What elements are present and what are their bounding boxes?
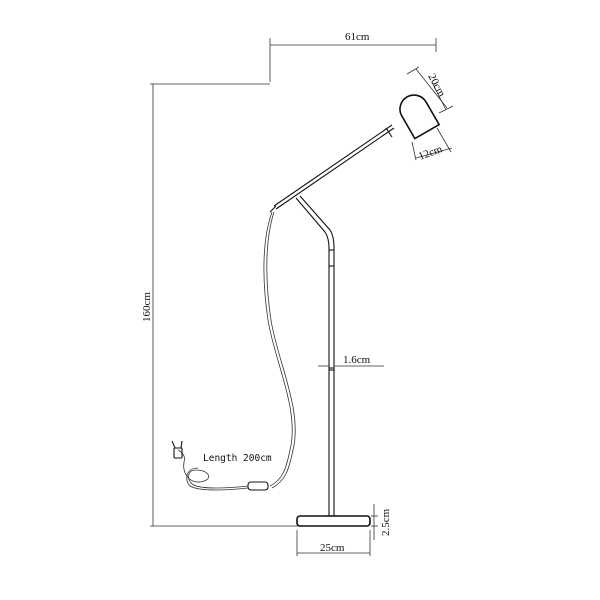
base-height-dimension: 2.5cm [371,504,392,540]
base-width-dimension: 25cm [296,530,371,556]
total-height-dimension: 160cm [141,83,300,527]
arm-width-dimension: 61cm [269,31,437,82]
total-height-label: 160cm [141,292,153,322]
pole-diameter-label: 1.6cm [343,354,371,366]
pole-diameter-dimension: 1.6cm [318,354,384,367]
shade-height-dimension: 20cm [406,66,454,114]
plug-icon [171,440,183,459]
lamp-shade [399,94,441,140]
lamp-arm [269,124,395,213]
base-width-label: 25cm [320,542,345,554]
shade-diameter-label: 12cm [417,143,444,163]
lamp-base [296,515,371,527]
arm-width-label: 61cm [345,31,370,43]
foot-switch [247,481,269,491]
lamp-pole [295,195,335,516]
lamp-cable: Length 200cm [171,211,296,491]
base-height-label: 2.5cm [380,508,392,536]
cable-length-label: Length 200cm [203,453,272,464]
shade-diameter-dimension: 12cm [411,127,453,163]
